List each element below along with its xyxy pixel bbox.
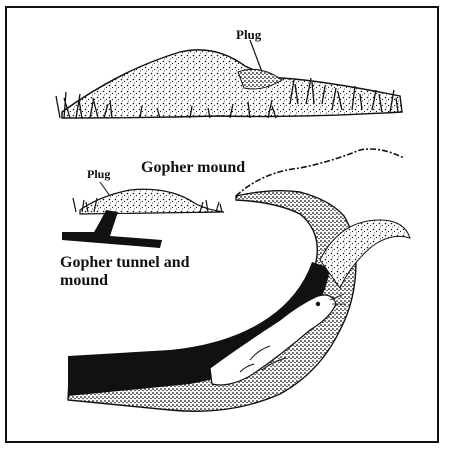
gopher-mound-label: Gopher mound	[141, 159, 245, 177]
plug-label-small: Plug	[87, 168, 110, 181]
small-tunnel-mound-drawing	[62, 182, 224, 248]
gopher-tunnel-label: Gopher tunnel and mound	[60, 254, 220, 289]
gopher-mound-drawing	[56, 40, 402, 118]
plug-label-top: Plug	[236, 28, 261, 42]
